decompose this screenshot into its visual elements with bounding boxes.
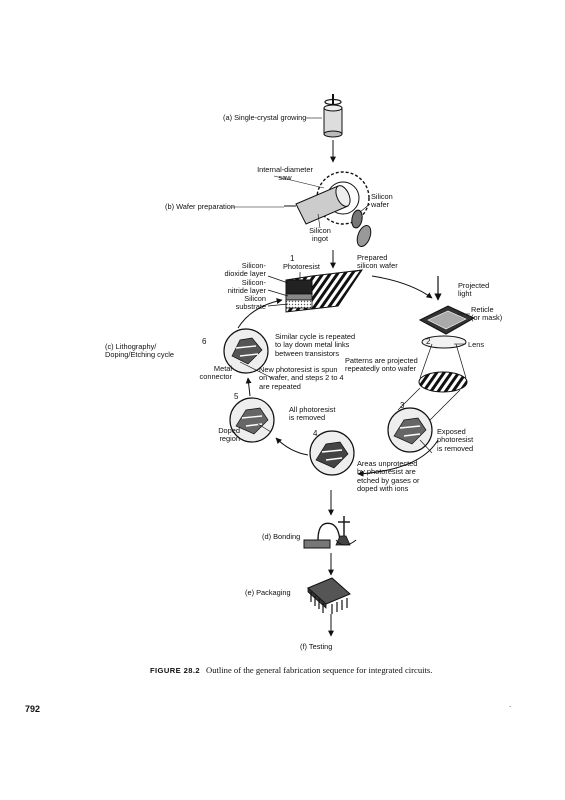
stage-d-label: (d) Bonding [262, 532, 301, 541]
projected-light-label: Projected light [458, 281, 490, 299]
bonding-icon [303, 516, 357, 549]
step-circle-3 [387, 407, 433, 453]
stage-c-label: (c) Lithography/ Doping/Etching cycle [105, 342, 175, 360]
patterns-label: Patterns are projected repeatedly onto w… [345, 356, 418, 374]
figure-caption-text: Outline of the general fabrication seque… [205, 665, 433, 675]
footer-mark: . [509, 700, 512, 709]
step-circle-5 [229, 397, 275, 443]
new-photoresist-label: New photoresist is spun on wafer, and st… [259, 365, 344, 391]
ingot-saw-icon [284, 171, 372, 248]
arrow-5-6 [245, 377, 252, 397]
doped-region-label: Doped region [218, 426, 240, 444]
figure-caption-label: FIGURE 28.2 [150, 666, 200, 675]
figure-caption: FIGURE 28.2 Outline of the general fabric… [150, 665, 432, 675]
photoresist-label: Photoresist [283, 262, 320, 271]
stage-a-label: (a) Single-crystal growing [223, 113, 307, 122]
all-photoresist-label: All photoresist is removed [289, 405, 336, 423]
layered-wafer-icon [267, 269, 364, 313]
layer-stack-label: Silicon- dioxide layer Silicon- nitride … [224, 261, 267, 312]
stage-b-label: (b) Wafer preparation [165, 202, 235, 211]
arrow-3-4 [357, 439, 439, 477]
step-number-4: 4 [313, 429, 318, 438]
areas-unprotected-label: Areas unprotected by photoresist are etc… [357, 459, 420, 493]
stage-e-label: (e) Packaging [245, 588, 291, 597]
similar-cycle-label: Similar cycle is repeated to lay down me… [275, 332, 356, 358]
arrow-6-1 [237, 298, 283, 329]
step-number-5: 5 [234, 392, 239, 401]
exposed-photoresist-label: Exposed photoresist is removed [437, 427, 474, 453]
arrow-1-2 [371, 275, 433, 299]
step-circle-6 [223, 328, 269, 374]
step-circle-4 [309, 430, 355, 476]
reticle-label: Reticle (or mask) [471, 305, 503, 323]
metal-connector-label: Metal connector [199, 364, 232, 382]
step-number-1: 1 [290, 254, 295, 263]
stage-f-label: (f) Testing [300, 642, 333, 651]
lens-label: Lens [468, 340, 485, 349]
reticle-lens-icon [397, 276, 476, 427]
silicon-ingot-label: Silicon ingot [309, 226, 331, 244]
step-number-6: 6 [202, 337, 207, 346]
chip-package-icon [307, 577, 351, 614]
arrow-4-5 [275, 437, 309, 456]
saw-label: Internal-diameter saw [257, 165, 313, 183]
step-number-3: 3 [400, 401, 405, 410]
page-number: 792 [25, 704, 41, 714]
silicon-wafer-label: Silicon wafer [371, 192, 393, 210]
crystal-growing-icon [323, 94, 343, 138]
step-number-2: 2 [426, 337, 431, 346]
prepared-wafer-label: Prepared silicon wafer [357, 253, 398, 271]
